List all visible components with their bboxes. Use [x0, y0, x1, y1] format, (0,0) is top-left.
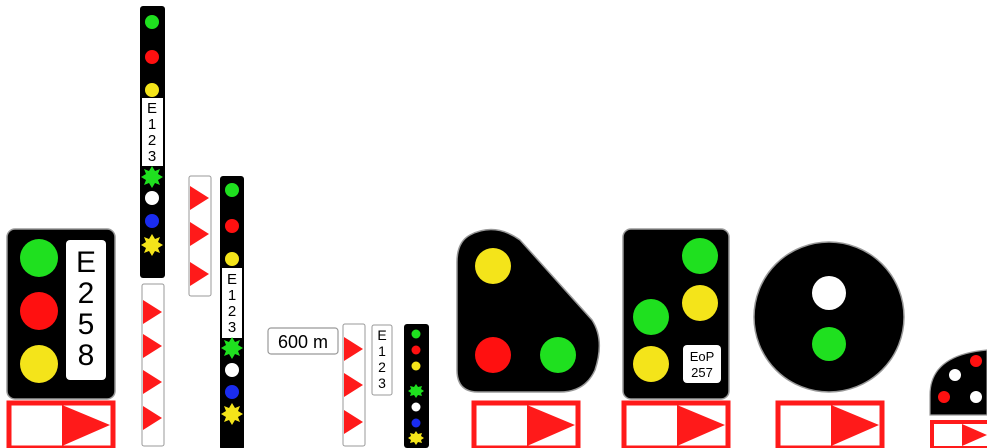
red-lamp-icon: [145, 50, 159, 64]
horizontal-chevron-board: [624, 403, 728, 448]
plate-char: 2: [148, 132, 156, 149]
plate-char: E: [76, 246, 96, 279]
horizontal-chevron-board: [778, 403, 882, 448]
horizontal-chevron-board: [474, 403, 578, 448]
white-lamp-icon: [225, 363, 239, 377]
plate-char: 1: [148, 116, 156, 133]
green-lamp-icon: [20, 239, 58, 277]
red-lamp-icon: [970, 355, 982, 367]
yellow-lamp-icon: [633, 346, 669, 382]
vertical-chevron-board: [142, 284, 164, 446]
white-lamp-icon: [412, 403, 421, 412]
yellow-lamp-icon: [145, 83, 159, 97]
flashing-green-icon: [141, 166, 163, 188]
white-lamp-icon: [812, 276, 846, 310]
id-plate-small: E 1 2 3: [372, 325, 392, 395]
flashing-yellow-icon: [408, 431, 424, 445]
red-lamp-icon: [475, 337, 511, 373]
dwarf-signal: [930, 350, 987, 415]
flashing-yellow-icon: [141, 234, 163, 256]
plate-char: E: [377, 327, 386, 343]
horizontal-chevron-board: [9, 403, 113, 448]
plate-char: 3: [378, 375, 386, 391]
plate-char: 1: [378, 343, 386, 359]
red-lamp-icon: [938, 391, 950, 403]
yellow-lamp-icon: [412, 362, 421, 371]
yellow-lamp-icon: [475, 248, 511, 284]
plate-char: 3: [228, 319, 236, 336]
white-lamp-icon: [949, 369, 961, 381]
plate-char: 8: [78, 339, 95, 372]
mast-signal-tall: E 1 2 3: [140, 6, 165, 278]
mast-signal-mid: E 1 2 3: [220, 176, 244, 448]
red-lamp-icon: [225, 219, 239, 233]
blue-lamp-icon: [145, 214, 159, 228]
white-lamp-icon: [145, 191, 159, 205]
flashing-green-icon: [221, 337, 243, 359]
mast-signal-small: [404, 324, 429, 448]
green-lamp-icon: [812, 327, 846, 361]
plate-char: 1: [228, 287, 236, 304]
red-lamp-icon: [20, 292, 58, 330]
flashing-green-icon: [408, 384, 424, 398]
signal-head-e258: E 2 5 8: [7, 229, 115, 399]
white-lamp-icon: [970, 391, 982, 403]
plate-char: 2: [78, 277, 95, 310]
triangle-signal: [457, 230, 599, 392]
vertical-chevron-board-short: [189, 176, 211, 296]
distance-text: 600 m: [278, 332, 328, 352]
yellow-lamp-icon: [225, 252, 239, 266]
horizontal-chevron-board-cropped: [932, 422, 987, 448]
signal-head-eop: EoP 257: [623, 229, 729, 399]
plate-line: EoP: [690, 349, 715, 364]
plate-char: 3: [148, 148, 156, 165]
plate-line: 257: [691, 365, 713, 380]
blue-lamp-icon: [225, 385, 239, 399]
yellow-lamp-icon: [20, 345, 58, 383]
flashing-yellow-icon: [221, 403, 243, 425]
round-signal: [754, 242, 904, 392]
green-lamp-icon: [540, 337, 576, 373]
plate-char: 5: [78, 308, 95, 341]
distance-plate: 600 m: [268, 328, 338, 354]
yellow-lamp-icon: [682, 285, 718, 321]
green-lamp-icon: [633, 299, 669, 335]
red-lamp-icon: [412, 346, 421, 355]
green-lamp-icon: [225, 183, 239, 197]
green-lamp-icon: [145, 15, 159, 29]
plate-char: 2: [228, 303, 236, 320]
green-lamp-icon: [412, 330, 421, 339]
plate-char: E: [147, 100, 157, 117]
green-lamp-icon: [682, 238, 718, 274]
plate-char: E: [227, 271, 237, 288]
blue-lamp-icon: [412, 419, 421, 428]
plate-char: 2: [378, 359, 386, 375]
vertical-chevron-board-small: [343, 324, 365, 446]
